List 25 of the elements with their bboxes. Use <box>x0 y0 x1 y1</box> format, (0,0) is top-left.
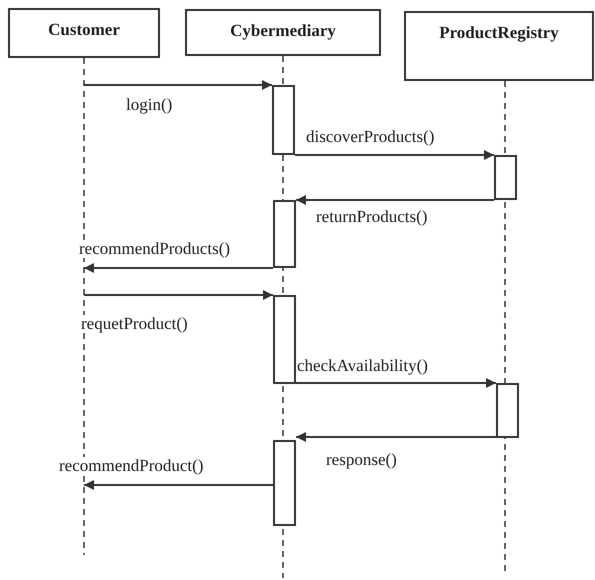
participant-box: Customer <box>8 8 160 58</box>
message-label: recommendProduct() <box>58 457 204 475</box>
activation-bar <box>273 295 296 384</box>
message-arrow <box>84 263 273 273</box>
message-label: recommendProducts() <box>78 240 232 258</box>
activation-bar <box>273 200 296 268</box>
participant-box: ProductRegistry <box>404 11 594 81</box>
message-label: returnProducts() <box>315 208 428 226</box>
activation-bar <box>273 440 296 526</box>
message-label: requetProduct() <box>80 315 189 333</box>
message-arrow <box>84 80 272 90</box>
message-label: login() <box>125 96 174 114</box>
activation-bar <box>494 155 517 200</box>
message-arrow <box>296 432 496 442</box>
message-arrow <box>296 378 496 388</box>
participant-box: Cybermediary <box>185 9 381 56</box>
message-arrow <box>296 195 494 205</box>
message-label: checkAvailability() <box>296 357 429 375</box>
message-arrow <box>84 290 273 300</box>
activation-bar <box>496 383 519 438</box>
message-arrow <box>84 480 273 490</box>
message-arrow <box>295 150 494 160</box>
activation-bar <box>272 85 295 155</box>
message-label: discoverProducts() <box>305 128 436 146</box>
message-label: response() <box>325 451 398 469</box>
